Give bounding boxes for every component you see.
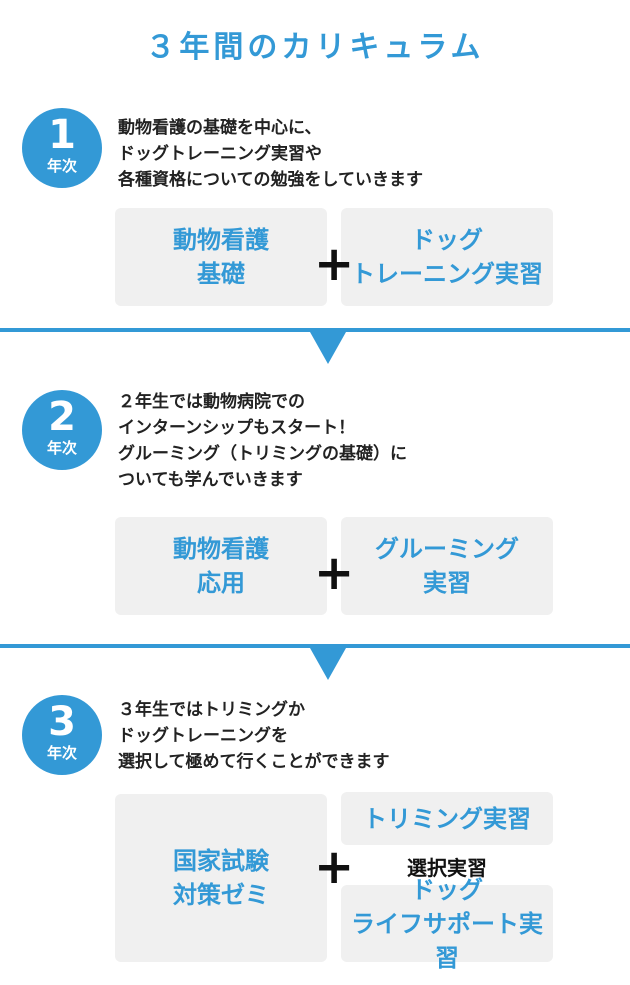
course-box: トリミング実習 [341, 792, 553, 845]
year-label: 年次 [46, 744, 77, 762]
plus-icon: + [314, 236, 355, 292]
arrow-down-icon [310, 332, 346, 364]
year-1-description: 動物看護の基礎を中心に、 ドッグトレーニング実習や 各種資格についての勉強をして… [118, 118, 423, 190]
course-box: 動物看護 応用 [115, 517, 327, 615]
year-number: 2 [48, 394, 76, 440]
plus-icon: + [314, 839, 355, 895]
divider [0, 328, 630, 332]
course-box: 国家試験 対策ゼミ [115, 794, 327, 962]
year-3-description: ３年生ではトリミングか ドッグトレーニングを 選択して極めて行くことができます [118, 700, 390, 772]
plus-icon: + [314, 545, 355, 601]
year-label: 年次 [46, 157, 77, 175]
year-2-description: ２年生では動物病院での インターンシップもスタート！ グルーミング（トリミングの… [118, 392, 407, 490]
year-label: 年次 [46, 439, 77, 457]
course-box: グルーミング 実習 [341, 517, 553, 615]
course-box: 動物看護 基礎 [115, 208, 327, 306]
course-box: ドッグ トレーニング実習 [341, 208, 553, 306]
year-number: 3 [48, 699, 76, 745]
arrow-down-icon [310, 648, 346, 680]
page-title: ３年間のカリキュラム [145, 30, 485, 65]
elective-label: 選択実習 [407, 856, 487, 880]
year-number: 1 [48, 112, 76, 158]
course-box: ドッグ ライフサポート実習 [341, 876, 553, 972]
divider [0, 644, 630, 648]
